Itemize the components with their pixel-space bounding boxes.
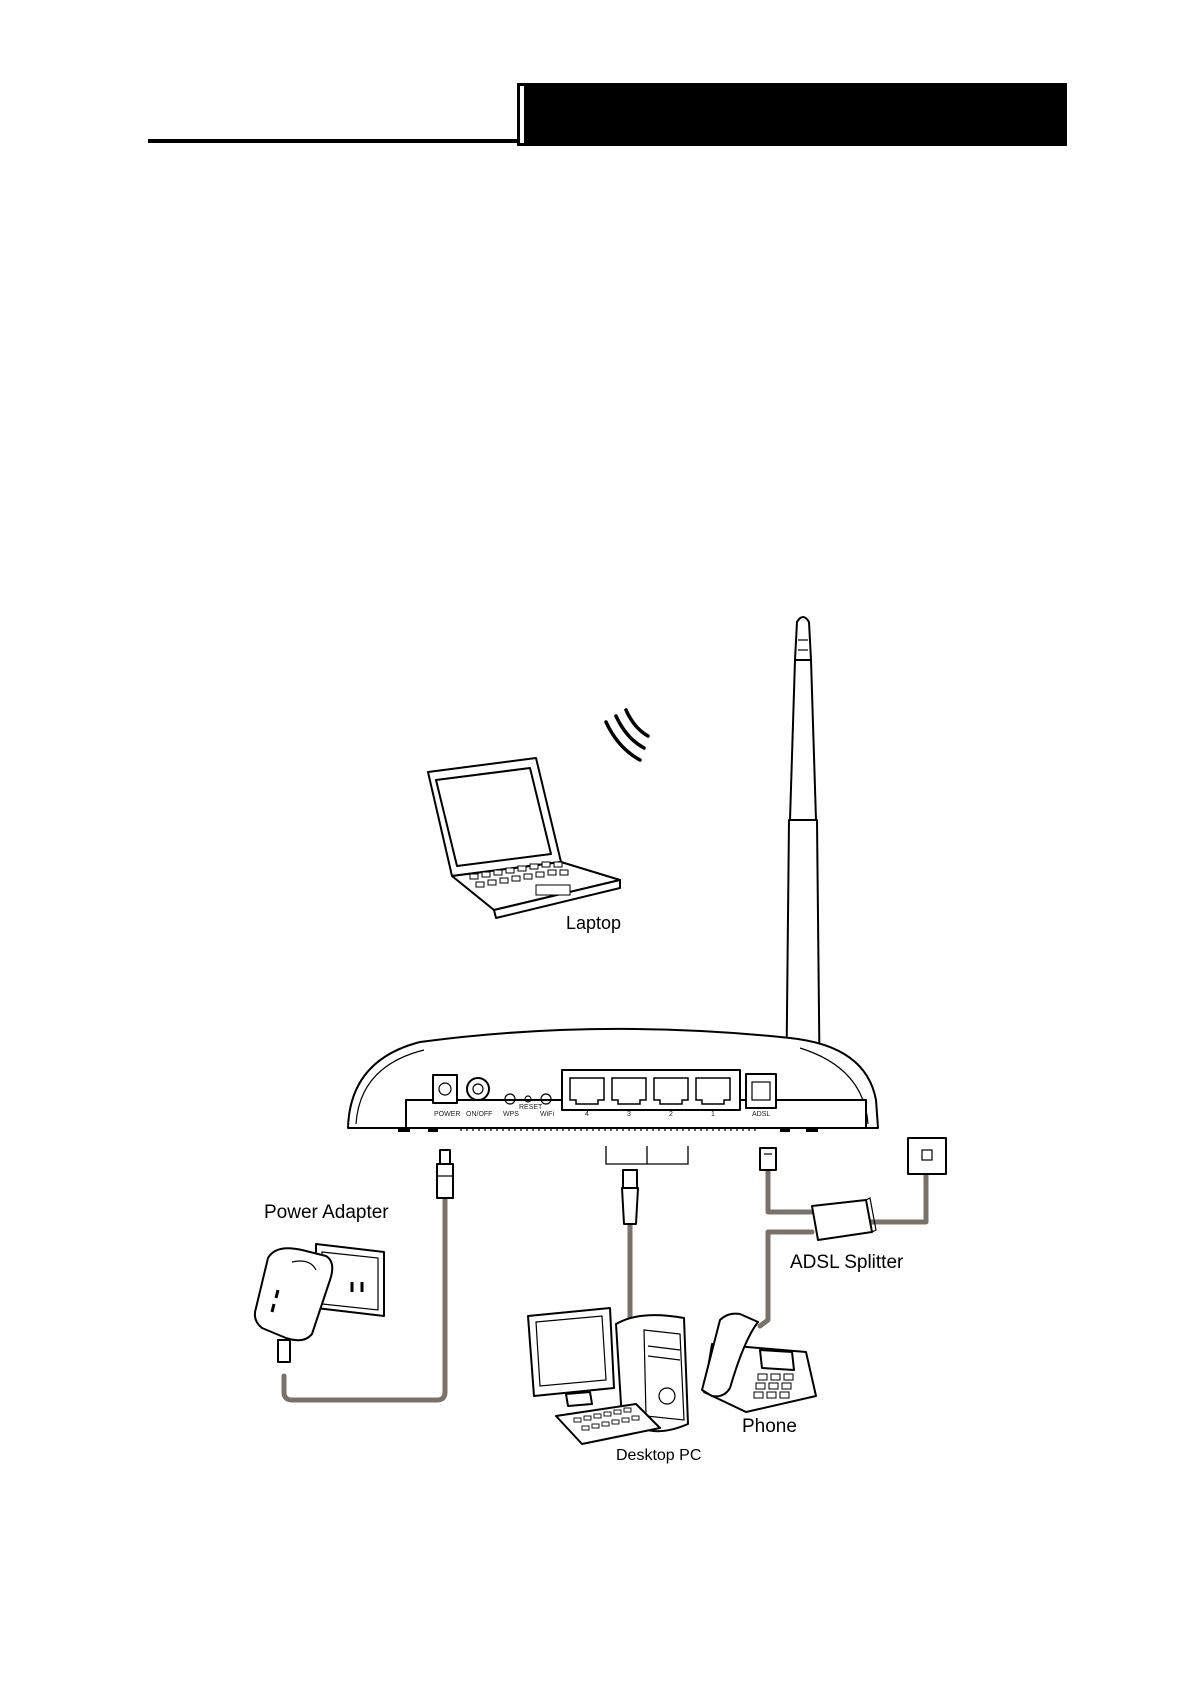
port-label-on-off: ON/OFF <box>466 1111 492 1118</box>
power-cable <box>281 1195 448 1403</box>
phone-cable <box>757 1229 815 1329</box>
wireless-waves-icon <box>604 708 650 762</box>
cables <box>281 1167 929 1403</box>
desktop-pc-icon <box>527 1307 689 1445</box>
phone-label: Phone <box>742 1416 797 1437</box>
port-label-adsl: ADSL <box>752 1111 770 1118</box>
port-label-lan-1: 1 <box>711 1111 715 1118</box>
adsl-cable <box>765 1167 815 1215</box>
port-label-lan-3: 3 <box>627 1111 631 1118</box>
desktop-pc-label: Desktop PC <box>616 1447 701 1464</box>
power-adapter-icon <box>253 1243 385 1363</box>
adsl-splitter-icon <box>811 1197 877 1241</box>
adsl-splitter-label: ADSL Splitter <box>790 1252 904 1273</box>
port-label-wps: WPS <box>503 1111 519 1118</box>
phone-icon <box>701 1312 817 1413</box>
power-adapter-label: Power Adapter <box>264 1202 389 1223</box>
laptop-icon <box>427 757 621 919</box>
port-label-reset: RESET <box>519 1104 543 1111</box>
line-cable <box>865 1169 929 1225</box>
rj11-connector-icon <box>759 1147 777 1171</box>
rj45-connector-icon <box>621 1169 639 1225</box>
router-icon <box>347 1027 879 1132</box>
port-label-wifi: WiFi <box>540 1111 554 1118</box>
lan-bracket <box>605 1146 689 1165</box>
port-label-power: POWER <box>434 1111 460 1118</box>
header-rule <box>148 139 523 143</box>
laptop-label: Laptop <box>566 913 621 933</box>
wall-phone-socket-icon <box>907 1137 947 1175</box>
antenna <box>785 616 821 1111</box>
port-label-lan-4: 4 <box>585 1111 589 1118</box>
port-label-lan-2: 2 <box>669 1111 673 1118</box>
header-bar <box>517 83 1067 146</box>
dc-plug-icon <box>436 1149 454 1199</box>
